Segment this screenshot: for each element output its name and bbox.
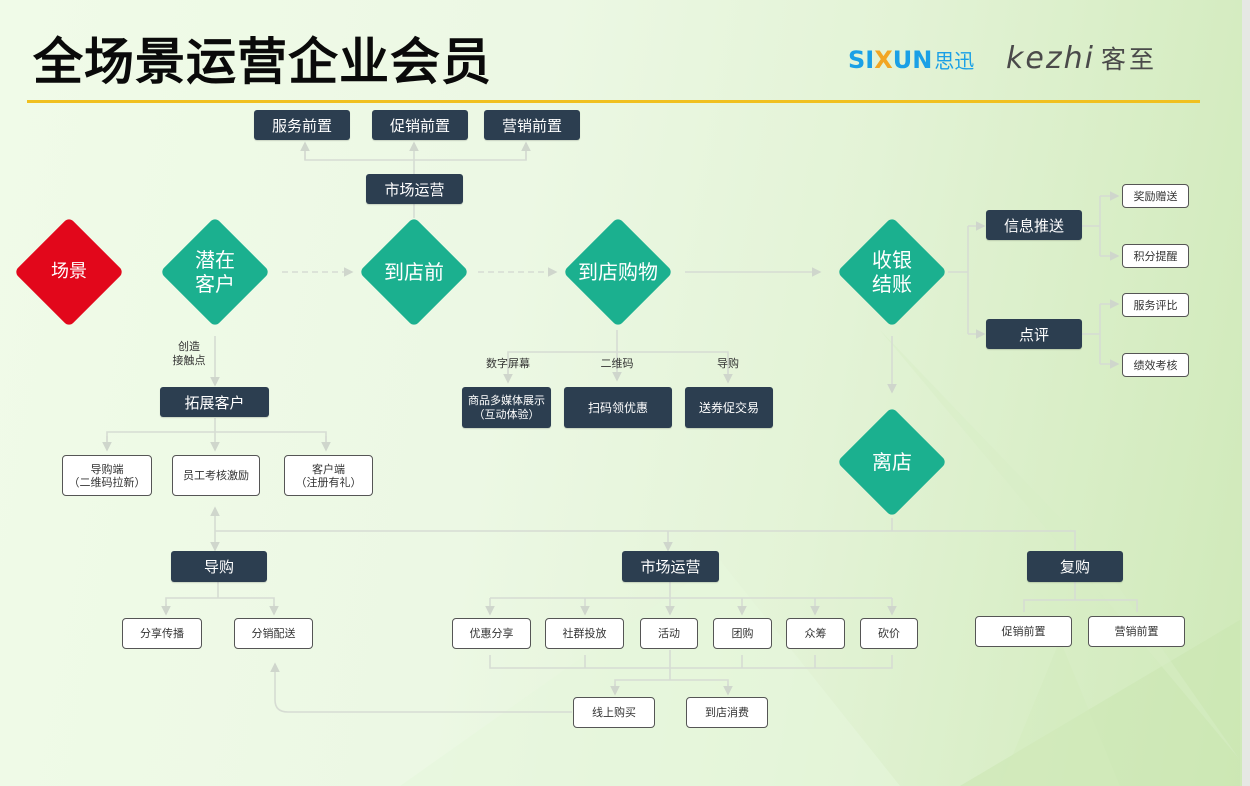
distribution-delivery-box[interactable]: 分销配送 [234,618,313,649]
bargain-box[interactable]: 砍价 [860,618,918,649]
staff-incentive-box[interactable]: 员工考核激励 [172,455,260,496]
qr-code-label: 二维码 [600,357,634,370]
market-ops-bottom-box[interactable]: 市场运营 [622,551,719,582]
repurchase-promotion-box[interactable]: 促销前置 [975,616,1072,647]
service-front-box[interactable]: 服务前置 [254,110,350,140]
crowdfunding-box[interactable]: 众筹 [786,618,845,649]
activity-box[interactable]: 活动 [640,618,698,649]
market-ops-top-box[interactable]: 市场运营 [366,174,463,204]
shopping-guide-label: 导购 [717,357,739,370]
reward-gift-box[interactable]: 奖励赠送 [1122,184,1189,208]
review-box[interactable]: 点评 [986,319,1082,349]
scene-diamond: 场景 [13,216,125,328]
in-store-shopping-diamond: 到店购物 [562,216,674,328]
right-edge-strip [1242,0,1250,786]
digital-screen-label: 数字屏幕 [486,357,530,370]
repurchase-box[interactable]: 复购 [1027,551,1123,582]
before-store-diamond: 到店前 [358,216,470,328]
marketing-front-box[interactable]: 营销前置 [484,110,580,140]
in-store-consumption-box[interactable]: 到店消费 [686,697,768,728]
multimedia-display-box[interactable]: 商品多媒体展示 （互动体验） [462,387,551,428]
points-reminder-box[interactable]: 积分提醒 [1122,244,1189,268]
checkout-diamond: 收银 结账 [836,216,948,328]
online-purchase-box[interactable]: 线上购买 [573,697,655,728]
expand-customers-box[interactable]: 拓展客户 [160,387,269,417]
create-touchpoint-label: 创造 接触点 [172,340,206,367]
info-push-box[interactable]: 信息推送 [986,210,1082,240]
title-underline [27,100,1200,103]
customer-end-box[interactable]: 客户端 （注册有礼） [284,455,373,496]
discount-share-box[interactable]: 优惠分享 [452,618,531,649]
performance-review-box[interactable]: 绩效考核 [1122,353,1189,377]
guide-box[interactable]: 导购 [171,551,267,582]
community-ads-box[interactable]: 社群投放 [545,618,624,649]
service-rating-box[interactable]: 服务评比 [1122,293,1189,317]
share-spread-box[interactable]: 分享传播 [122,618,202,649]
guide-end-box[interactable]: 导购端 （二维码拉新） [62,455,152,496]
leave-store-diamond: 离店 [836,406,948,518]
page-title: 全场景运营企业会员 [33,33,492,91]
group-buy-box[interactable]: 团购 [713,618,772,649]
promotion-front-box[interactable]: 促销前置 [372,110,468,140]
coupon-transaction-box[interactable]: 送券促交易 [685,387,773,428]
potential-customer-diamond: 潜在 客户 [159,216,271,328]
scan-coupon-box[interactable]: 扫码领优惠 [564,387,672,428]
repurchase-marketing-box[interactable]: 营销前置 [1088,616,1185,647]
